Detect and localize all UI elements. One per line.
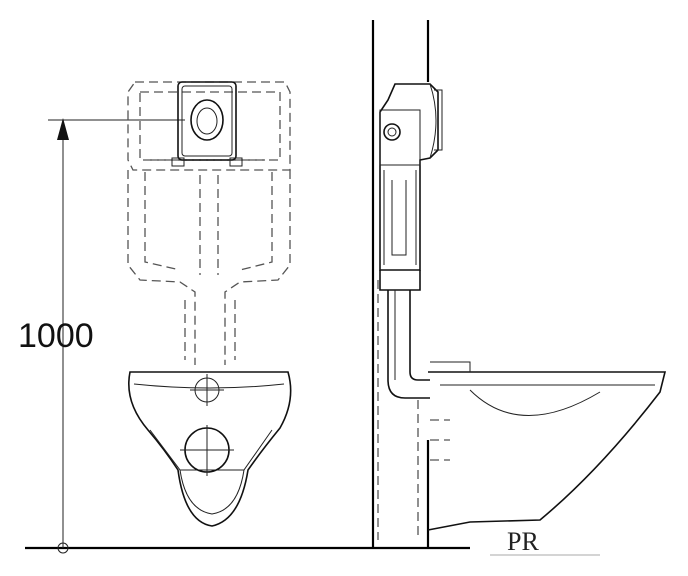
logo-text: PR: [507, 527, 539, 556]
origin-circle-icon: [57, 542, 69, 554]
dimension-label: 1000: [18, 317, 94, 355]
front-bowl: [128, 371, 292, 527]
flush-plate: [171, 81, 243, 167]
side-bowl: [427, 361, 667, 531]
side-valve-icon: [383, 123, 401, 141]
front-cistern-hidden: [127, 81, 291, 365]
side-flush-pipe: [387, 290, 430, 399]
arrow-up-icon: [57, 118, 69, 140]
side-cistern: [379, 83, 443, 291]
height-dimension: 1000: [18, 118, 185, 554]
logo-mark-icon: PR: [507, 527, 539, 556]
